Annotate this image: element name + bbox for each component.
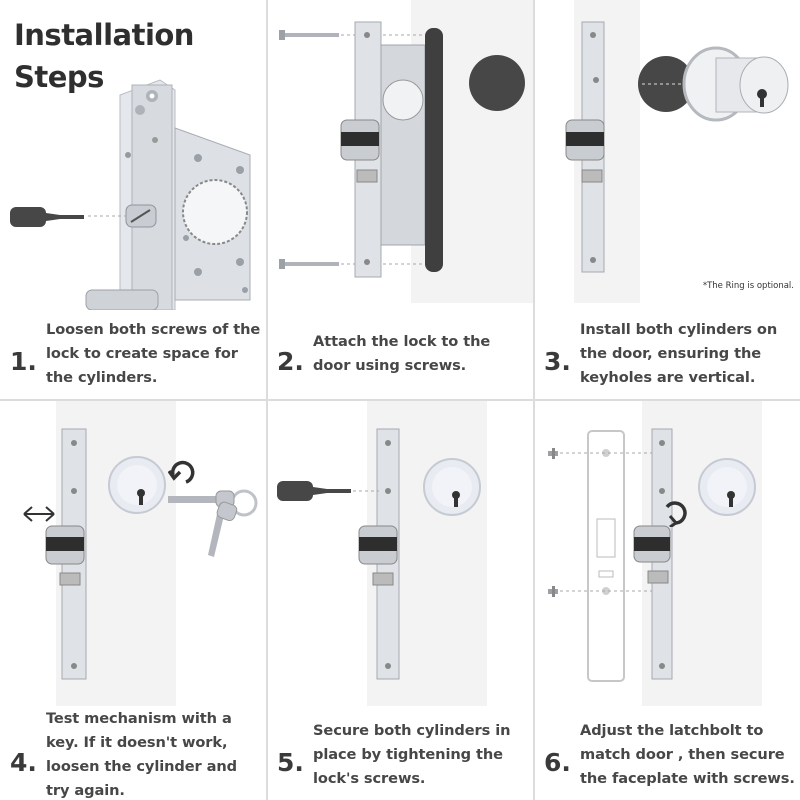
step-number: 3.	[544, 346, 571, 376]
screw-icon-top	[548, 448, 558, 459]
step-1: 1. Loosen both screws of the lock to cre…	[10, 318, 262, 390]
screwdriver-icon	[277, 481, 351, 501]
step-description: Attach the lock to the door using screws…	[313, 333, 491, 374]
page-title: Installation Steps	[14, 18, 194, 94]
screw-icon-bottom	[548, 586, 558, 597]
step-4: 4. Test mechanism with a key. If it does…	[10, 710, 262, 799]
step-description: Loosen both screws of the lock to create…	[46, 321, 261, 386]
step-description: Install both cylinders on the door, ensu…	[580, 321, 778, 386]
step-description: Adjust the latchbolt to match door , the…	[580, 722, 795, 787]
step-panel-6: 6. Adjust the latchbolt to match door , …	[534, 401, 800, 800]
lock-body-illustration	[85, 79, 251, 310]
step-2: 2. Attach the lock to the door using scr…	[277, 318, 529, 390]
screwdriver-icon	[10, 207, 84, 227]
step-number: 4.	[10, 747, 37, 777]
tighten-screws-illustration	[353, 401, 487, 706]
step-panel-4: 4. Test mechanism with a key. If it does…	[0, 401, 266, 800]
divider-horizontal	[0, 399, 800, 401]
step-panel-3: *The Ring is optional. 3. Install both c…	[534, 0, 800, 400]
step-panel-1: 1. Loosen both screws of the lock to cre…	[0, 0, 266, 400]
key-icon	[168, 489, 258, 557]
step-3: 3. Install both cylinders on the door, e…	[544, 318, 796, 390]
step-6: 6. Adjust the latchbolt to match door , …	[544, 719, 796, 791]
step-panel-2: 2. Attach the lock to the door using scr…	[267, 0, 533, 400]
rotate-icon	[665, 501, 687, 527]
faceplate-illustration	[548, 401, 762, 706]
step-number: 1.	[10, 346, 37, 376]
double-arrow-icon	[23, 506, 55, 522]
step-number: 5.	[277, 747, 304, 777]
step-description: Secure both cylinders in place by tighte…	[313, 722, 511, 787]
rotate-icon	[168, 460, 195, 484]
key-test-illustration	[45, 401, 176, 706]
step-5: 5. Secure both cylinders in place by tig…	[277, 719, 529, 791]
step-number: 6.	[544, 747, 571, 777]
screw-icon-top	[279, 30, 339, 40]
cylinder-install-illustration	[565, 0, 789, 303]
step-description: Test mechanism with a key. If it doesn't…	[46, 710, 238, 799]
ring-note: *The Ring is optional.	[702, 281, 794, 291]
door-mount-illustration	[279, 0, 533, 303]
step-panel-5: 5. Secure both cylinders in place by tig…	[267, 401, 533, 800]
screw-icon-bottom	[279, 259, 339, 269]
step-number: 2.	[277, 346, 304, 376]
